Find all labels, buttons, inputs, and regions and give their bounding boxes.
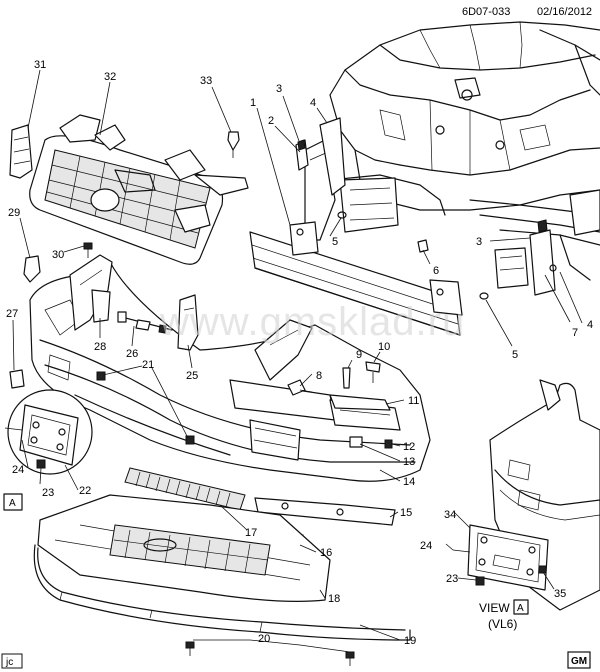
- callout-2: 2: [268, 115, 274, 127]
- callout-6: 6: [433, 265, 439, 277]
- fastener-20-left: [185, 641, 195, 656]
- fascia-bracket-left: [69, 254, 113, 331]
- svg-text:VIEW: VIEW: [479, 601, 510, 615]
- callout-22: 22: [79, 485, 91, 497]
- fastener-8: [287, 379, 313, 396]
- diagram-code: 6D07-033: [462, 6, 510, 18]
- watermark: www.gmsklad.ru: [159, 300, 465, 344]
- callout-30: 30: [52, 249, 64, 261]
- callout-labels: 31 32 33 1 2 3 4 29 30 5 6 3 27 28 26 25…: [6, 59, 593, 647]
- callout-27: 27: [6, 308, 18, 320]
- body-structure: [309, 21, 600, 281]
- callout-24-right: 24: [420, 540, 432, 552]
- fastener-12: [384, 439, 393, 449]
- nut-5-right: [479, 292, 489, 300]
- callout-3-right: 3: [476, 236, 482, 248]
- callout-26: 26: [126, 348, 138, 360]
- callout-12: 12: [403, 441, 415, 453]
- callout-33: 33: [200, 75, 212, 87]
- view-a-label: VIEW A (VL6): [479, 599, 529, 631]
- callout-4-right: 4: [587, 319, 593, 331]
- fastener-10: [365, 361, 381, 383]
- fastener-13: [349, 436, 363, 448]
- callout-4-top: 4: [310, 97, 316, 109]
- callout-24-left: 24: [12, 464, 24, 476]
- view-marker: A: [3, 493, 23, 511]
- part-33: [227, 131, 240, 158]
- callout-35: 35: [554, 588, 566, 600]
- lower-deflector: [33, 494, 411, 641]
- part-30: [83, 242, 93, 258]
- callout-34: 34: [444, 509, 456, 521]
- callout-10: 10: [378, 341, 390, 353]
- fastener-21a: [96, 371, 106, 381]
- callout-29: 29: [8, 207, 20, 219]
- svg-text:jc: jc: [5, 657, 13, 668]
- svg-text:A: A: [517, 603, 524, 614]
- fastener-20-right: [345, 651, 355, 666]
- callout-21: 21: [142, 359, 154, 371]
- callout-14: 14: [403, 476, 415, 488]
- callout-1: 1: [250, 97, 256, 109]
- callout-20: 20: [258, 633, 270, 645]
- view-a-inset: [452, 379, 600, 611]
- part-31: [9, 124, 33, 179]
- callout-31: 31: [34, 59, 46, 71]
- svg-text:GM: GM: [571, 656, 587, 667]
- callout-5-left: 5: [332, 236, 338, 248]
- bracket-right: [494, 219, 557, 296]
- callout-11: 11: [408, 395, 419, 407]
- callout-19: 19: [404, 635, 416, 647]
- callout-9: 9: [356, 349, 362, 361]
- grille: [29, 114, 249, 265]
- bolt-assembly-26: [117, 311, 173, 334]
- callout-23-right: 23: [446, 573, 458, 585]
- callout-17: 17: [245, 527, 257, 539]
- part-29: [23, 255, 41, 283]
- callout-32: 32: [104, 71, 116, 83]
- callout-25: 25: [186, 370, 198, 382]
- diagram-date: 02/16/2012: [537, 6, 592, 18]
- part-11: [329, 394, 391, 411]
- fastener-9: [342, 367, 351, 389]
- callout-13: 13: [403, 456, 415, 468]
- callout-16: 16: [320, 547, 332, 559]
- callout-3-top: 3: [276, 83, 282, 95]
- nut-5-left: [337, 211, 347, 219]
- callout-7: 7: [572, 327, 578, 339]
- bracket-left: [295, 117, 346, 241]
- detail-license-bracket: [4, 389, 93, 475]
- bracket-25: [177, 294, 199, 351]
- leader-lines: [12, 69, 583, 653]
- impact-bar: [249, 221, 463, 336]
- author-initials: jc: [1, 653, 23, 669]
- callout-5-right: 5: [512, 349, 518, 361]
- gm-logo: GM: [567, 651, 591, 669]
- callout-8: 8: [316, 370, 322, 382]
- callout-18: 18: [328, 593, 340, 605]
- callout-15: 15: [400, 507, 412, 519]
- part-27: [9, 369, 25, 389]
- svg-text:A: A: [9, 498, 16, 509]
- callout-23-left: 23: [42, 487, 54, 499]
- svg-text:(VL6): (VL6): [488, 617, 517, 631]
- callout-28: 28: [94, 341, 106, 353]
- nut-6: [417, 239, 429, 253]
